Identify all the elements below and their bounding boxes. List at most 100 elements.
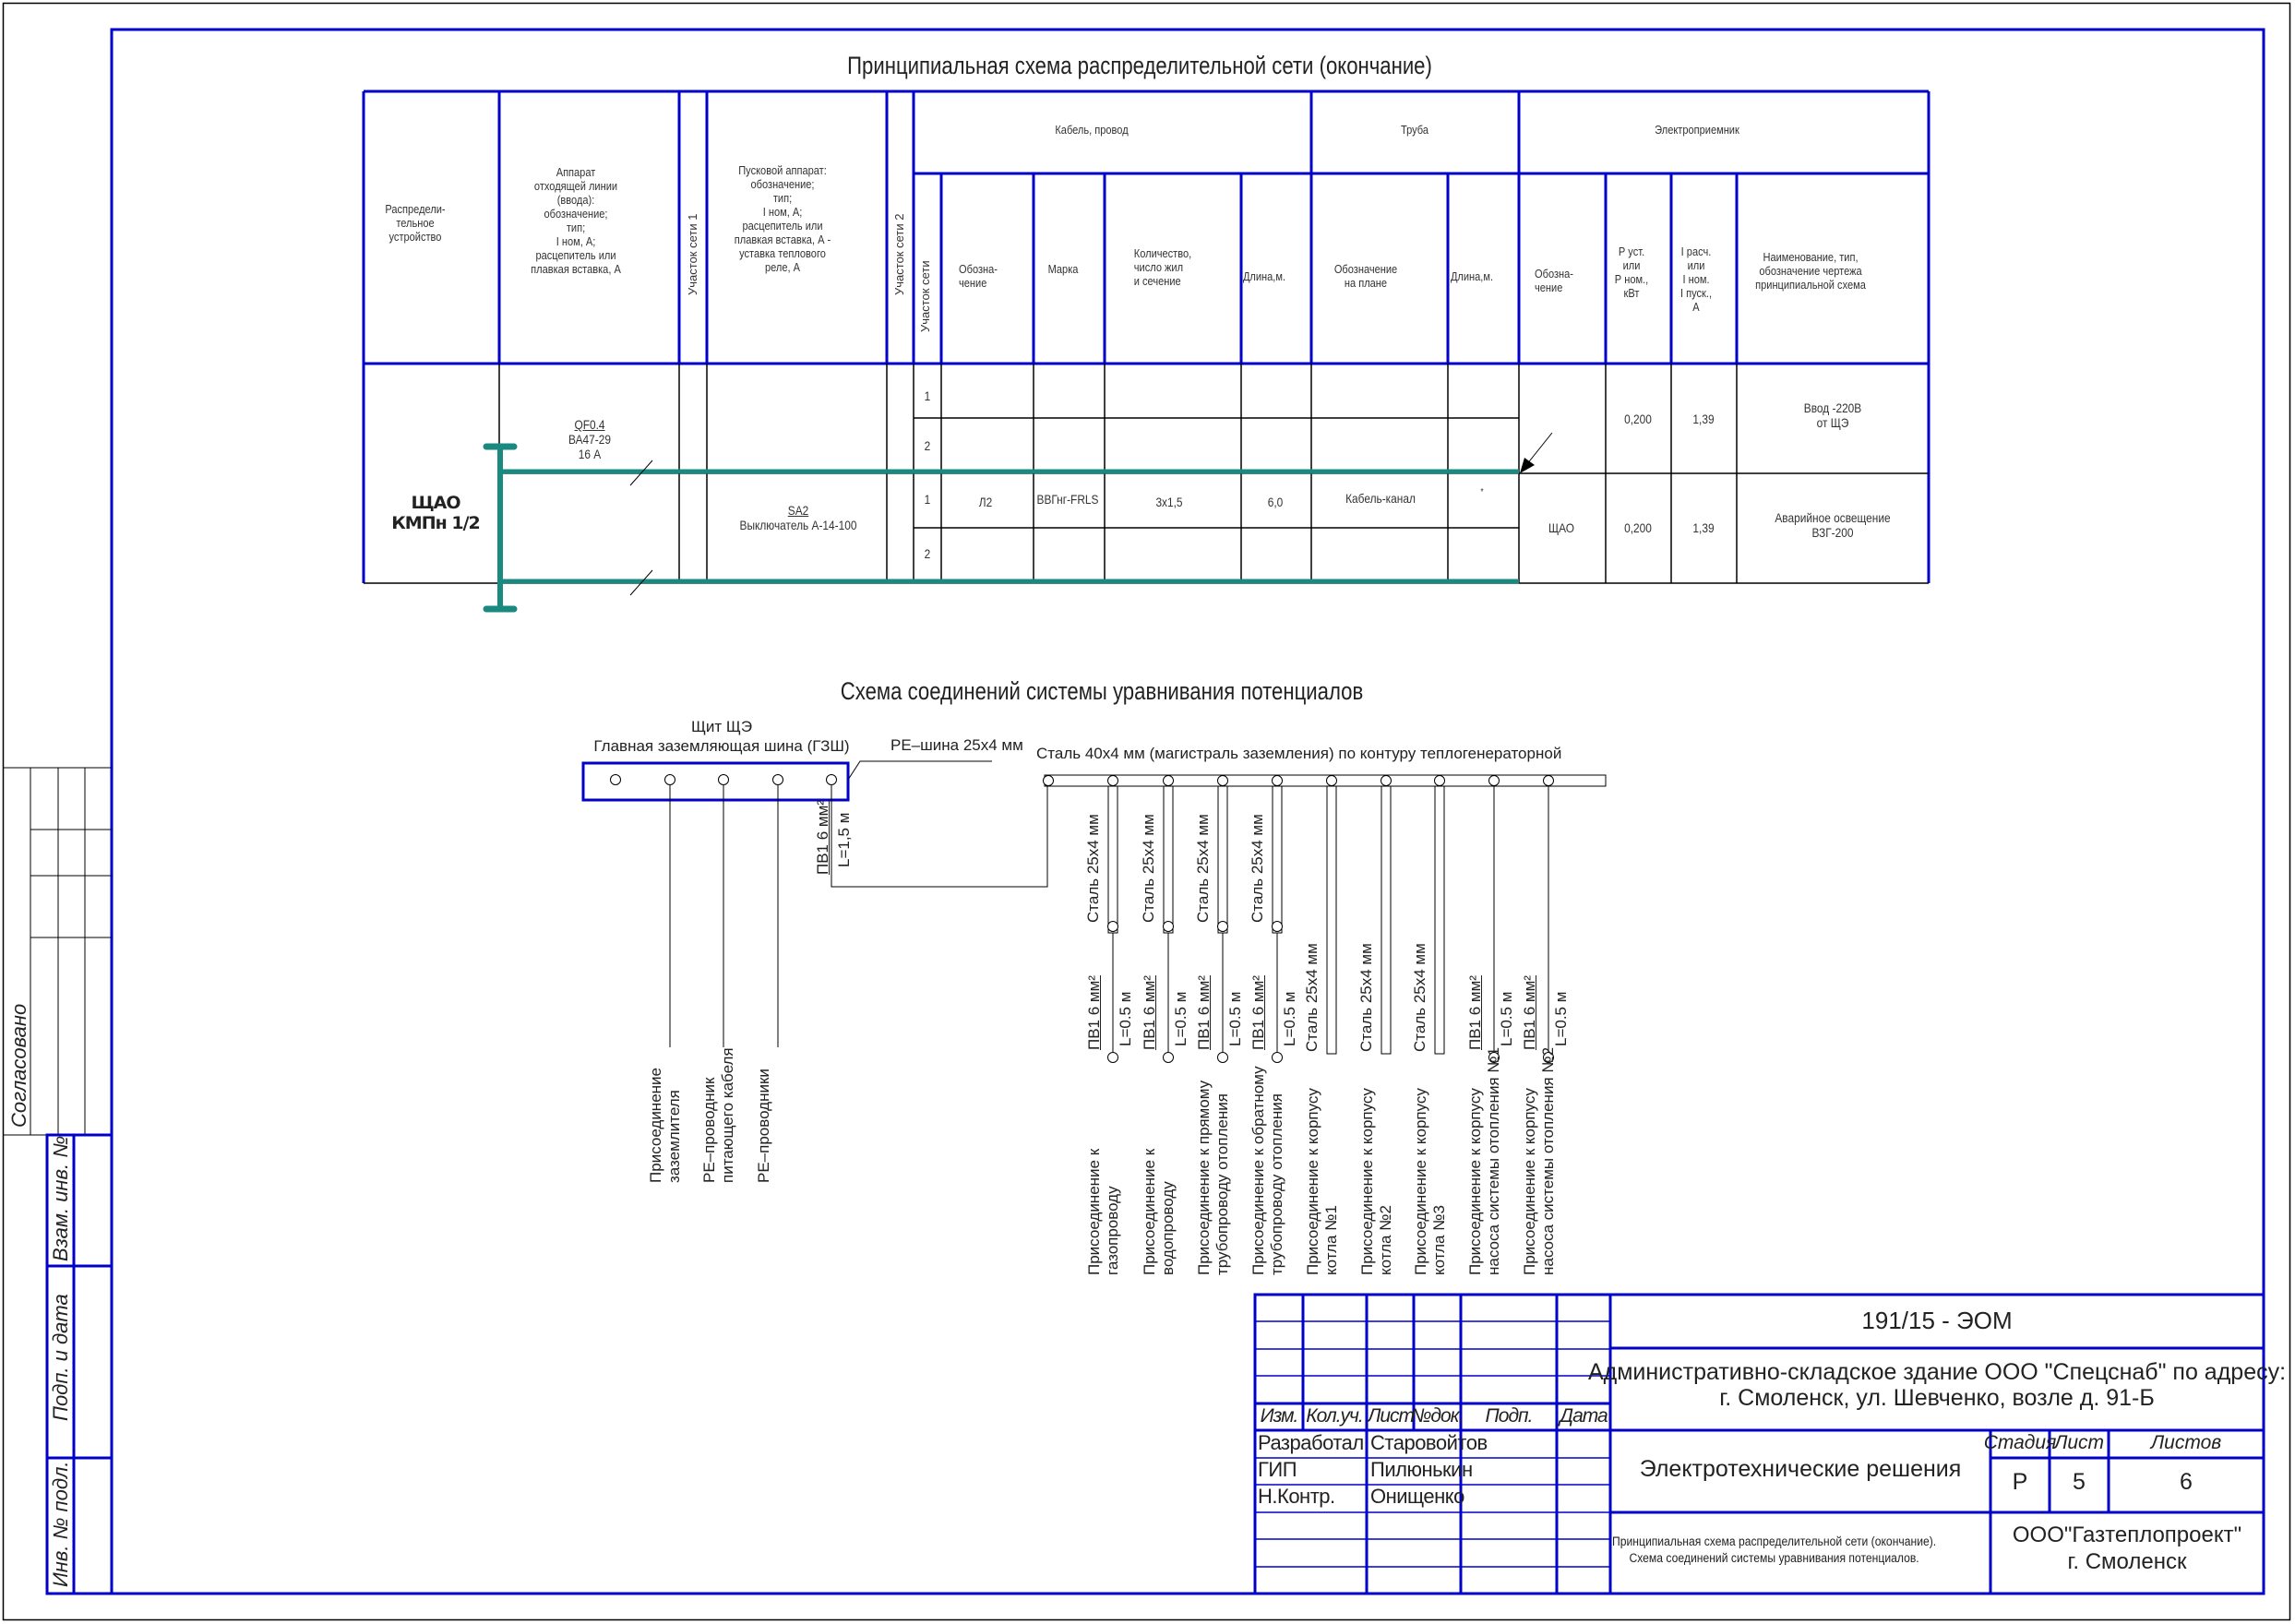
connection-point bbox=[1488, 1052, 1500, 1063]
branch-wire-length: L=0.5 м bbox=[1552, 991, 1570, 1046]
branch-connection-label: Присоединение к прямому трубопроводу ото… bbox=[1195, 1080, 1231, 1275]
side-sign-date: Подп. и дата bbox=[49, 1294, 72, 1421]
title-block-col-header: №док. bbox=[1410, 1405, 1464, 1427]
steel-strip bbox=[1434, 785, 1445, 1055]
strip-terminal bbox=[1543, 775, 1554, 786]
bonding-branch bbox=[1272, 775, 1283, 1063]
stage-label: Стадия bbox=[1983, 1432, 2057, 1453]
header-cable-cores: Количество, число жил и сечение bbox=[1133, 246, 1192, 288]
bonding-branch bbox=[1543, 775, 1554, 1063]
title-block-thin-lines bbox=[1255, 1320, 1610, 1568]
branch-connection-label: Присоединение к водопроводу bbox=[1141, 1148, 1177, 1275]
branch-wire-length: L=0.5 м bbox=[1226, 991, 1244, 1046]
header-cable-designation: Обозна- чение bbox=[959, 262, 998, 290]
row2-seg1-section: 1 bbox=[924, 492, 931, 507]
panel-label: ЩАО КМПн 1/2 bbox=[391, 493, 480, 534]
row1-apparatus-designation: QF0.4 bbox=[574, 417, 605, 432]
branch-wire-length: L=0.5 м bbox=[1281, 991, 1298, 1046]
row2-seg1-pipe-designation: Кабель-канал bbox=[1345, 491, 1416, 506]
header-pipe-designation: Обозначение на плане bbox=[1333, 262, 1398, 290]
branch-strip-label: Сталь 25х4 мм bbox=[1194, 814, 1212, 923]
branch-wire-type: ПВ1 6 мм² bbox=[1085, 975, 1103, 1050]
header-starting-apparatus: Пусковой аппарат: обозначение; тип; I но… bbox=[734, 163, 831, 274]
header-receiver-power: Р уст. или Р ном., кВт bbox=[1614, 245, 1649, 300]
header-cable-group: Кабель, провод bbox=[1055, 123, 1129, 137]
row2-receiver-current: 1,39 bbox=[1692, 520, 1715, 535]
bonding-branch bbox=[1326, 775, 1337, 1055]
row1-receiver-power: 0,200 bbox=[1624, 412, 1652, 426]
main-frame bbox=[110, 28, 2265, 1595]
header-net-section-2: Участок сети 2 bbox=[892, 213, 906, 295]
gzsh-output-label: Присоединение заземлителя bbox=[647, 1068, 683, 1183]
strip-terminal bbox=[1326, 775, 1337, 786]
gzsh-output-label: РЕ–проводник питающего кабеля bbox=[700, 1047, 736, 1183]
sheet-label: Лист bbox=[2053, 1432, 2105, 1453]
title-block-col-header: Подп. bbox=[1485, 1405, 1534, 1427]
gzsh-wire-label: ПВ1 6 мм² bbox=[814, 800, 832, 875]
bonding-branch bbox=[1381, 775, 1392, 1055]
header-receiver-current: I расч. или I ном. I пуск., А bbox=[1679, 245, 1713, 314]
branch-strip-label: Сталь 25х4 мм bbox=[1303, 943, 1321, 1052]
strip-terminal bbox=[1434, 775, 1445, 786]
strip-terminal bbox=[1043, 775, 1054, 786]
branch-strip-label: Сталь 25х4 мм bbox=[1140, 814, 1157, 923]
bonding-branch bbox=[1107, 775, 1118, 1063]
strip-terminal bbox=[1217, 775, 1228, 786]
connection-point bbox=[1272, 1052, 1283, 1063]
strip-terminal bbox=[1107, 921, 1118, 932]
organization: ООО"Газтеплопроект" г. Смоленск bbox=[2012, 1522, 2242, 1574]
steel-strip bbox=[1326, 785, 1337, 1055]
main-strip-label: Сталь 40х4 мм (магистраль заземления) по… bbox=[1036, 745, 1562, 762]
row1-apparatus: QF0.4 ВА47-29 16 А bbox=[568, 417, 611, 461]
header-receiver-name: Наименование, тип, обозначение чертежа п… bbox=[1755, 250, 1866, 292]
branch-connection-label: Присоединение к газопроводу bbox=[1085, 1148, 1121, 1275]
row2-starter: SA2 Выключатель А-14-100 bbox=[740, 503, 857, 532]
row2-seg1-cable-length: 6,0 bbox=[1267, 495, 1284, 509]
side-inv-orig: Инв. № подл. bbox=[49, 1461, 72, 1587]
header-net-section-1: Участок сети 1 bbox=[686, 213, 699, 295]
person-name: Старовойтов bbox=[1370, 1431, 1488, 1454]
branch-wire-type: ПВ1 6 мм² bbox=[1195, 975, 1213, 1050]
document-code: 191/15 - ЭОМ bbox=[1861, 1307, 2013, 1334]
header-outgoing-apparatus: Аппарат отходящей линии (ввода): обознач… bbox=[531, 165, 621, 276]
connection-point bbox=[1163, 1052, 1174, 1063]
branch-connection-label: Присоединение к корпусу насоса системы о… bbox=[1521, 1046, 1557, 1275]
steel-strip bbox=[1217, 785, 1228, 934]
row2-seg1-cable-brand: ВВГнг-FRLS bbox=[1036, 492, 1099, 507]
header-distribution-device: Распредели- тельное устройство bbox=[385, 202, 446, 244]
bonding-branches bbox=[1107, 775, 1554, 1063]
bonding-branch bbox=[1163, 775, 1174, 1063]
header-receiver-group: Электроприемник bbox=[1655, 123, 1739, 137]
row2-starter-designation: SA2 bbox=[787, 503, 809, 518]
row2-seg1-cable-cores: 3х1,5 bbox=[1155, 495, 1183, 509]
table-title: Принципиальная схема распределительной с… bbox=[847, 52, 1432, 79]
panel-type: КМПн 1/2 bbox=[391, 512, 480, 533]
header-net-section: Участок сети bbox=[918, 260, 932, 332]
row1-apparatus-type: ВА47-29 bbox=[568, 432, 611, 448]
panel-title: Щит ЩЭ bbox=[690, 718, 753, 735]
bonding-branch bbox=[1217, 775, 1228, 1063]
sheets-value: 6 bbox=[2180, 1469, 2193, 1495]
strip-terminal bbox=[1381, 775, 1392, 786]
strip-terminal bbox=[1488, 775, 1500, 786]
branch-connection-label: Присоединение к обратному трубопроводу о… bbox=[1249, 1066, 1285, 1275]
steel-strip bbox=[1163, 785, 1174, 934]
row1-receiver-name: Ввод -220В от ЩЭ bbox=[1803, 400, 1862, 431]
stage-value: Р bbox=[2012, 1469, 2028, 1495]
branch-wire-label: ПВ1 6 мм² bbox=[1141, 975, 1159, 1050]
branch-strip-label: Сталь 25х4 мм bbox=[1357, 943, 1375, 1052]
steel-strip bbox=[1107, 785, 1118, 934]
row1-seg2-section: 2 bbox=[924, 438, 931, 453]
row2-seg1-cable-designation: Л2 bbox=[978, 495, 993, 509]
strip-terminal bbox=[1272, 921, 1283, 932]
panel-name: ЩАО bbox=[411, 493, 460, 513]
header-pipe-group: Труба bbox=[1400, 123, 1429, 137]
gzsh-output-label: РЕ–проводники bbox=[755, 1069, 772, 1183]
row2-receiver-designation: ЩАО bbox=[1548, 520, 1575, 535]
table-grid bbox=[362, 90, 1930, 584]
arrow-icon bbox=[1520, 432, 1553, 473]
row1-apparatus-rating: 16 А bbox=[578, 447, 602, 462]
